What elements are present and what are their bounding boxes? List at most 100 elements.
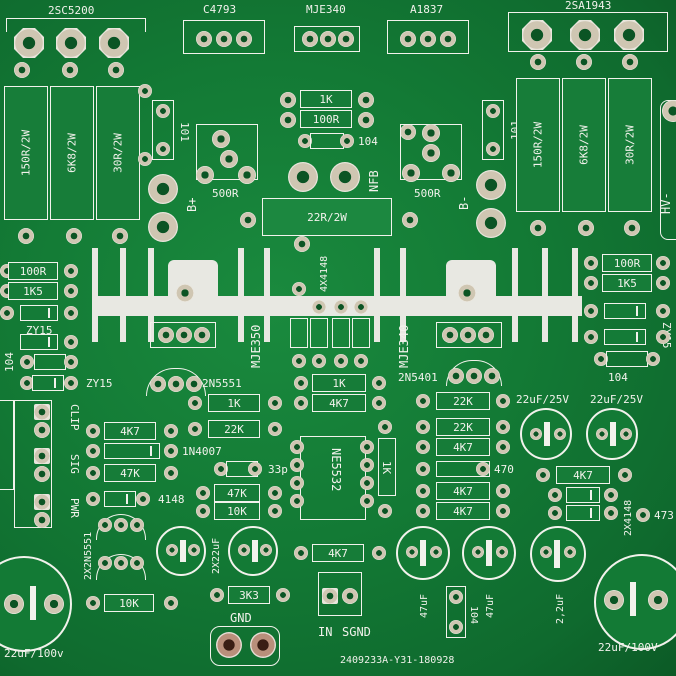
cap-polarity-mark [610,422,616,446]
pad [620,428,632,440]
pad [290,494,304,508]
resistor-3k3: 3K3 [228,586,270,604]
pad [64,376,78,390]
pad [496,546,508,558]
pad [416,420,430,434]
led-bracket [0,400,14,490]
pad [372,376,386,390]
cap-polarity-mark [180,540,186,562]
resistor-473-label: 473 [654,509,674,522]
pad [422,124,440,142]
pad [656,276,670,290]
pad [86,424,100,438]
a1837-label: A1837 [410,3,444,16]
pad [268,422,282,436]
pad [276,588,290,602]
pad [372,546,386,560]
pad [62,62,78,78]
pad [618,468,632,482]
trimmer-left-outline [196,124,258,180]
pad [130,556,144,570]
pad [294,376,308,390]
pad [292,354,306,368]
a1837-outline [387,20,469,54]
trimmer-right-label: 500R [414,187,441,200]
pad [114,518,128,532]
heatsink-fin [92,248,98,342]
pad [64,335,78,349]
pad [496,484,510,498]
diode-outline [352,318,370,348]
diode-outline [332,318,350,348]
rail-minus-label: B- [457,195,471,210]
pad [548,488,562,502]
heatsink-fin [542,248,548,342]
cap-2x22uf-label: 2X22uF [211,537,222,574]
pad [98,518,112,532]
diode-1n4007-label: 1N4007 [182,445,222,458]
pad [662,100,676,122]
cap-33p-label: 33p [268,463,288,476]
pad [596,428,608,440]
pad [238,544,250,556]
pad [530,220,546,236]
resistor-1k-center: 1K [312,374,366,392]
pad [34,404,50,420]
pad [378,420,392,434]
resistor-4k7-right-b: 4K7 [436,482,490,500]
pad [64,284,78,298]
pad [342,588,358,604]
resistor-6k8-right: 6K8/2W [562,78,606,212]
pad [496,394,510,408]
led-clip-label: CLIP [68,404,81,431]
cap-104-top-outline [310,133,344,149]
resistor-label: 150R/2W [19,129,33,177]
cap-polarity-mark [30,586,36,620]
pad [294,546,308,560]
pad [250,632,276,658]
resistor-1k-top: 1K [300,90,352,108]
pad [196,166,214,184]
pad [136,492,150,506]
pad [576,54,592,70]
pad [422,144,440,162]
led-sig-label: SIG [68,454,81,474]
pad [216,31,232,47]
pad [624,220,640,236]
heatsink-fin [400,248,406,342]
resistor-150r-right: 150R/2W [516,78,560,212]
heatsink-fin [120,248,126,342]
q-2sc5200-label: 2SC5200 [48,4,95,17]
resistor-label: 6K8/2W [577,125,591,165]
pad [530,428,542,440]
hv-minus-label: HV- [659,192,673,214]
cap-104-right-outline [606,351,648,367]
pad [164,444,178,458]
input-in-label: IN [318,625,333,639]
resistor-1k-vertical: 1K [378,438,396,496]
zener-zy15-left-a [20,305,58,321]
resistor-4k7-right-a: 4K7 [436,438,490,456]
diode-1n4007 [104,443,160,459]
resistor-150r-left: 150R/2W [4,86,48,220]
pad [416,484,430,498]
cap-22uf-25v-a-label: 22uF/25V [516,393,569,406]
pad [164,424,178,438]
resistor-label: 150R/2W [531,121,545,169]
pad [530,54,546,70]
pad [604,506,618,520]
pad [66,228,82,244]
pad [216,632,242,658]
cap-47uf-b-label: 47uF [485,593,496,618]
pad [166,544,178,556]
nfb-label: NFB [367,170,381,192]
pad [44,594,64,614]
pad [622,54,638,70]
cap-22uf-25v-b-label: 22uF/25V [590,393,643,406]
pad [98,556,112,570]
input-connector-outline [318,572,362,616]
resistor-100r-left: 100R [8,262,58,280]
pad [260,544,272,556]
pad [496,504,510,518]
